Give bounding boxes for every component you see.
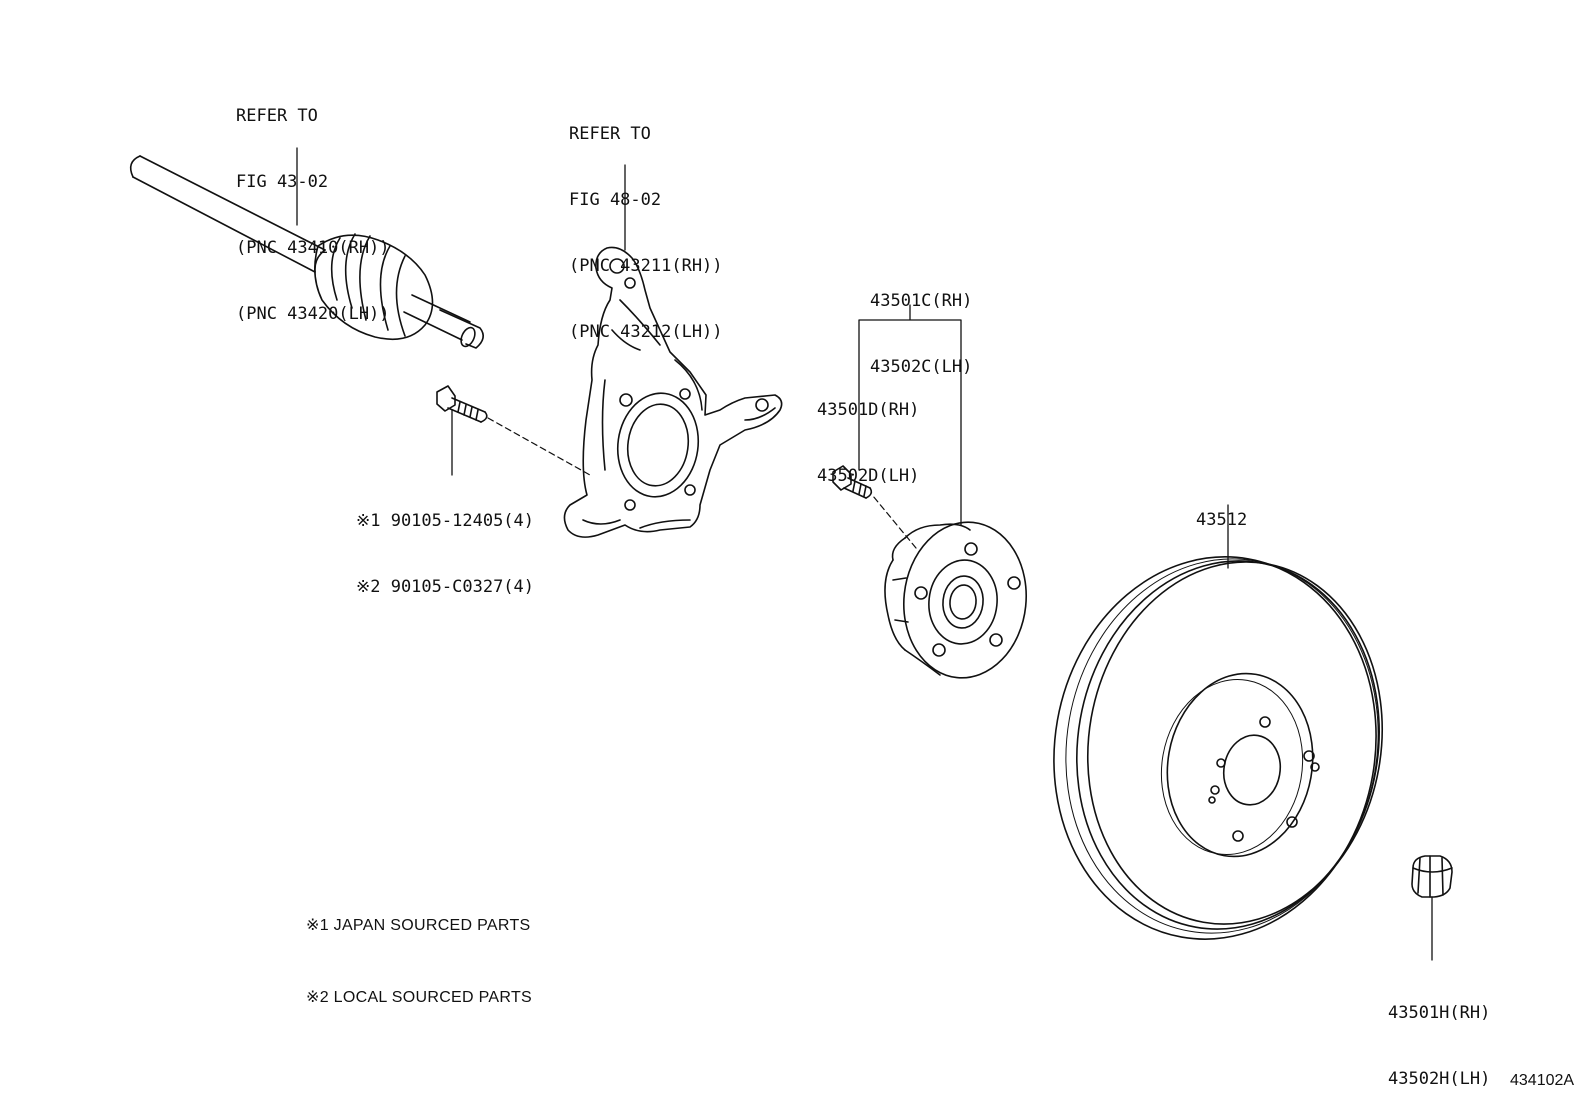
part-lh: 43502D(LH) (817, 466, 920, 486)
ref-fig: FIG 48-02 (569, 190, 662, 210)
hub-bolt-illustration (832, 465, 873, 499)
ref-pnc-lh: (PNC 43420(LH)) (236, 304, 390, 324)
knuckle-bolt-part-number: ※1 90105-12405(4) ※2 90105-C0327(4) (356, 466, 534, 620)
part-rh: 43501D(RH) (817, 400, 920, 420)
sourcing-notes: ※1 JAPAN SOURCED PARTS ※2 LOCAL SOURCED … (306, 866, 532, 1034)
drive-shaft-illustration (129, 155, 484, 349)
part-disc: 43512 (1196, 510, 1248, 530)
knuckle-bolt-illustration (436, 385, 488, 423)
steering-knuckle-illustration (563, 246, 783, 538)
hub-bolt-part-number: 43501D(RH) 43502D(LH) (817, 355, 919, 509)
part-rh: 43501H(RH) (1388, 1003, 1491, 1023)
figure-id: 434102A (1510, 1072, 1575, 1089)
note-local: ※2 LOCAL SOURCED PARTS (306, 989, 532, 1006)
disc-part-number: 43512 (1196, 465, 1247, 553)
ref-pnc-rh: (PNC 43211(RH)) (569, 256, 723, 276)
ref-line: REFER TO (236, 106, 318, 126)
brake-disc-illustration (1053, 556, 1384, 940)
drive-shaft-reference: REFER TO FIG 43-02 (PNC 43410(RH)) (PNC … (236, 61, 390, 347)
part-lh: 43502H(LH) (1388, 1069, 1491, 1089)
hub-nut-illustration (1411, 855, 1453, 898)
note-japan: ※1 JAPAN SOURCED PARTS (306, 917, 531, 934)
part-local: ※2 90105-C0327(4) (356, 577, 535, 597)
nut-part-number: 43501H(RH) 43502H(LH) (1388, 958, 1490, 1112)
ref-pnc-rh: (PNC 43410(RH)) (236, 238, 390, 258)
part-japan: ※1 90105-12405(4) (356, 511, 535, 531)
ref-line: REFER TO (569, 124, 651, 144)
hub-assy-part-number: 43501C(RH) 43502C(LH) (870, 246, 972, 400)
knuckle-reference: REFER TO FIG 48-02 (PNC 43211(RH)) (PNC … (569, 79, 723, 365)
ref-fig: FIG 43-02 (236, 172, 329, 192)
ref-pnc-lh: (PNC 43212(LH)) (569, 322, 723, 342)
wheel-hub-illustration (884, 521, 1028, 679)
part-rh: 43501C(RH) (870, 291, 973, 311)
part-lh: 43502C(LH) (870, 357, 973, 377)
